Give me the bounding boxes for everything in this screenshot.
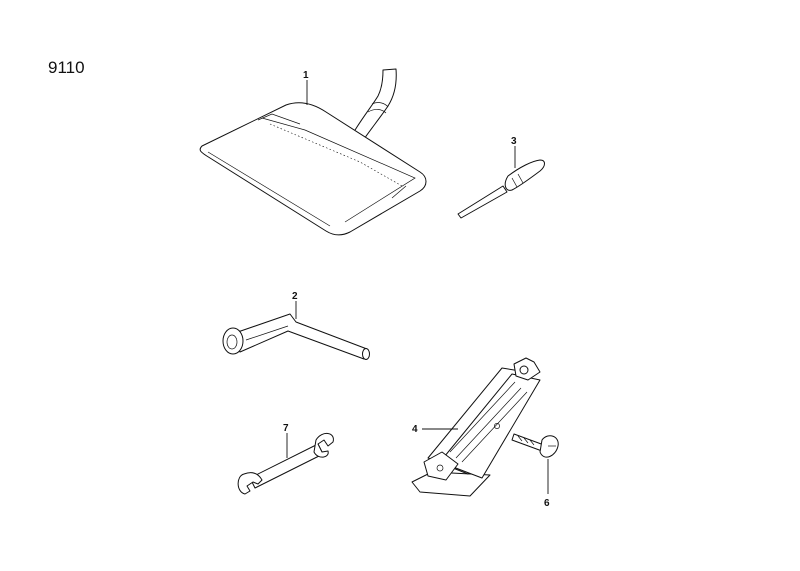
- scissor-jack: [411, 357, 541, 497]
- callout-6: 6: [544, 498, 550, 509]
- screwdriver: [457, 159, 545, 219]
- callout-2: 2: [292, 291, 298, 302]
- callout-4: 4: [412, 424, 418, 435]
- page-code: 9110: [48, 58, 85, 77]
- spanner: [237, 433, 334, 495]
- callout-7: 7: [283, 423, 289, 434]
- wheel-brace: [222, 313, 370, 360]
- callout-1: 1: [303, 70, 309, 81]
- jack-crank: [511, 433, 559, 458]
- tool-bag: [199, 68, 427, 236]
- callout-3: 3: [511, 136, 517, 147]
